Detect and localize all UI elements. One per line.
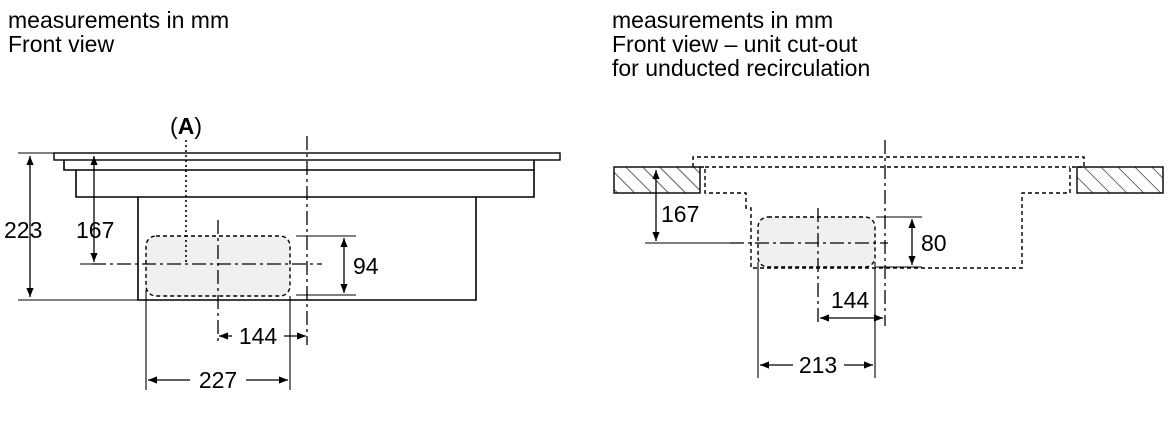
appliance-outline [692, 156, 1085, 269]
worktop-right [1076, 166, 1164, 194]
dim-167-right-label: 167 [661, 201, 699, 227]
right-caption-view: Front view – unit cut-out [612, 31, 858, 57]
dim-94-label: 94 [353, 253, 379, 279]
dim-80-label: 80 [921, 230, 947, 256]
dim-167-left-label: 167 [76, 217, 114, 243]
dim-144-left-label: 144 [239, 323, 278, 349]
dim-223-label: 223 [4, 217, 42, 243]
left-caption-view: Front view [8, 31, 115, 57]
right-caption-recirculation: for unducted recirculation [612, 55, 871, 81]
left-caption-units: measurements in mm [8, 7, 230, 33]
left-view-caption: measurements in mm Front view [8, 8, 229, 56]
dim-144-right-label: 144 [831, 287, 870, 313]
worktop-left [613, 166, 701, 194]
dim-227-label: 227 [199, 367, 237, 393]
left-front-view [18, 136, 561, 390]
right-view-caption: measurements in mm Front view – unit cut… [612, 8, 870, 80]
label-a: (A) [170, 113, 202, 139]
right-caption-units: measurements in mm [612, 7, 834, 33]
duct-outlet-right [757, 216, 876, 268]
hob-top-plate [53, 152, 561, 161]
right-front-view [613, 140, 1164, 378]
hob-upper-body [63, 160, 535, 198]
dim-213-label: 213 [799, 352, 837, 378]
